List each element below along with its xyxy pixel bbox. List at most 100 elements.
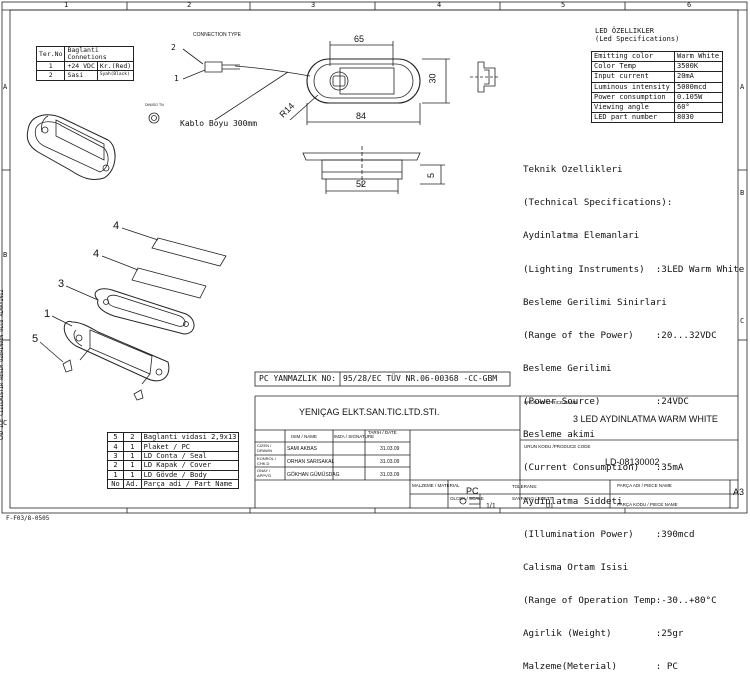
bom-qty: 1 <box>123 450 142 462</box>
col-label-4: 4 <box>437 1 442 9</box>
part-code-label: PARÇA KODU / PIECE NAME <box>617 502 678 507</box>
bom-no: 5 <box>107 431 124 443</box>
bom-no: 3 <box>107 450 124 462</box>
bom-name: Baglanti vidasi 2,9x13 <box>140 431 240 443</box>
led-spec-value: 60° <box>674 101 723 114</box>
sheet-size: A3 <box>733 487 745 497</box>
tech-spec-line: Aydinlatma Elemanlari <box>523 230 640 242</box>
side-warning-note: CAD ILE CIZILMISTIR RESIM UZERINDEN OLCU… <box>0 289 5 440</box>
row-label-a-right: A <box>740 83 745 91</box>
tech-spec-line: (Current Consumption) :35mA <box>523 462 684 474</box>
scale-label: OLCEK / SCALE <box>450 496 484 501</box>
led-spec-value: 20mA <box>674 71 723 83</box>
tech-spec-line: Teknik Ozellikleri <box>523 164 623 176</box>
material-label: MALZEME / MATERIAL <box>412 483 460 488</box>
tech-spec-line: Besleme Gerilimi <box>523 362 612 374</box>
part-label-4-top: 4 <box>113 220 120 232</box>
bom-name: LD Kapak / Cover <box>140 460 240 471</box>
bom-qty: 1 <box>123 460 142 471</box>
bom-qty: 2 <box>123 431 142 443</box>
led-spec-key: Viewing angle <box>591 101 675 114</box>
material-value: PC <box>466 486 479 496</box>
certificate-value: 95/28/EC TÜV NR.06-00368 -CC-GBM <box>343 374 498 383</box>
col-label-3: 3 <box>311 1 316 9</box>
small-symbol-label: DIN/ISO TN <box>145 103 164 107</box>
outer-frame <box>1 1 748 514</box>
col-label-6: 6 <box>687 1 692 9</box>
terminal-row-conn: +24 VDC <box>64 60 98 72</box>
led-spec-value: 3500K <box>674 61 723 73</box>
led-spec-key: Color Temp <box>591 61 675 73</box>
led-spec-key: Luminous intensity <box>591 81 675 93</box>
pin-2-label: 2 <box>171 43 176 52</box>
part-name-label: PARÇA ADI / PIECE NAME <box>617 483 672 488</box>
led-spec-key: Input current <box>591 71 675 83</box>
company-name: YENIÇAG ELKT.SAN.TIC.LTD.STI. <box>299 407 440 417</box>
col-date-header: TARIH / DATE <box>368 430 397 435</box>
row-label-b-right: B <box>740 189 745 197</box>
dim-width-65: 65 <box>354 34 365 44</box>
led-spec-key: LED part number <box>591 112 675 124</box>
col-label-5: 5 <box>561 1 566 9</box>
product-name: 3 LED AYDINLATMA WARM WHITE <box>573 414 718 424</box>
bom-qty: 1 <box>123 469 142 480</box>
scale-value: 1/1 <box>486 503 496 510</box>
bom-name: Plaket / PC <box>140 441 240 452</box>
row-label-b: B <box>3 251 8 259</box>
sheet-label: SAYFA NO / SHETT <box>512 496 553 501</box>
role-approved: ONAY / APPV'D <box>257 468 272 478</box>
tech-spec-line: (Power Source) :24VDC <box>523 396 689 408</box>
tech-spec-line: (Technical Specifications): <box>523 197 673 209</box>
tech-spec-line: Malzeme(Meterial) : PC <box>523 661 678 673</box>
led-specs-subtitle: (Led Specifications) <box>595 35 680 43</box>
tech-spec-line: Besleme akimi <box>523 429 595 441</box>
bom-name: Parça adi / Part Name <box>140 478 240 490</box>
bom-no: 1 <box>107 469 124 480</box>
terminal-header-conn: Baglanti Connetions <box>64 46 135 62</box>
dim-length-84: 84 <box>356 111 367 121</box>
bom-name: LD Gövde / Body <box>140 469 240 480</box>
name-approved: GÖKHAN GÜMÜSDAG <box>287 472 340 478</box>
part-label-5: 5 <box>32 333 39 345</box>
tech-spec-line: (Lighting Instruments) :3LED Warm White <box>523 263 745 275</box>
dim-width-52: 52 <box>356 179 367 189</box>
terminal-row-no: 1 <box>35 60 66 72</box>
bom-qty: 1 <box>123 441 142 452</box>
tech-spec-line: (Illumination Power) :390mcd <box>523 528 695 540</box>
product-name-label: URUN ADI / PRICE NAME <box>524 400 578 405</box>
date-drawn: 31.03.09 <box>380 446 400 452</box>
led-specs-title: LED ÖZELLIKLER <box>595 27 655 35</box>
cable-length-label: Kablo Boyu 300mm <box>180 119 258 128</box>
bom-name: LD Conta / Seal <box>140 450 240 462</box>
terminal-row-no: 2 <box>35 70 66 81</box>
part-label-4-pcb: 4 <box>93 248 100 260</box>
tech-spec-line: Agirlik (Weight) :25gr <box>523 628 684 640</box>
date-checked: 31.03.09 <box>380 459 400 465</box>
bom-no: 2 <box>107 460 124 471</box>
part-label-3: 3 <box>58 278 65 290</box>
role-checked: KONROL / CHK.D <box>257 456 276 466</box>
product-code: LD-08130002 <box>605 457 660 467</box>
led-spec-value: 8030 <box>674 112 723 124</box>
led-spec-value: 5000mcd <box>674 81 723 93</box>
row-label-c-right: C <box>740 317 745 325</box>
col-signature-header: IMZA / SIGNATURE <box>334 434 375 439</box>
terminal-row-conn: Sasi <box>64 70 98 81</box>
bom-no: No <box>107 478 124 490</box>
led-spec-key: Power consumption <box>591 91 675 103</box>
dim-depth-5: 5 <box>426 172 437 179</box>
tech-spec-line: Besleme Gerilimi Sinirlari <box>523 296 667 308</box>
technical-specs: Teknik Ozellikleri (Technical Specificat… <box>523 142 744 683</box>
tech-spec-line: Aydinlatma Siddeti <box>523 495 623 507</box>
col-label-1: 1 <box>64 1 69 9</box>
tech-spec-line: (Range of Operation Temp:-30..+80°C <box>523 594 717 606</box>
tech-spec-line: (Range of the Power) :20...32VDC <box>523 329 717 341</box>
led-spec-key: Emitting color <box>591 50 675 63</box>
sheet-value: 01 <box>546 503 554 510</box>
led-spec-value: 0.105W <box>674 91 723 103</box>
row-label-a: A <box>3 83 8 91</box>
row-label-c: C <box>3 419 8 427</box>
bom-qty: Ad. <box>123 478 142 490</box>
